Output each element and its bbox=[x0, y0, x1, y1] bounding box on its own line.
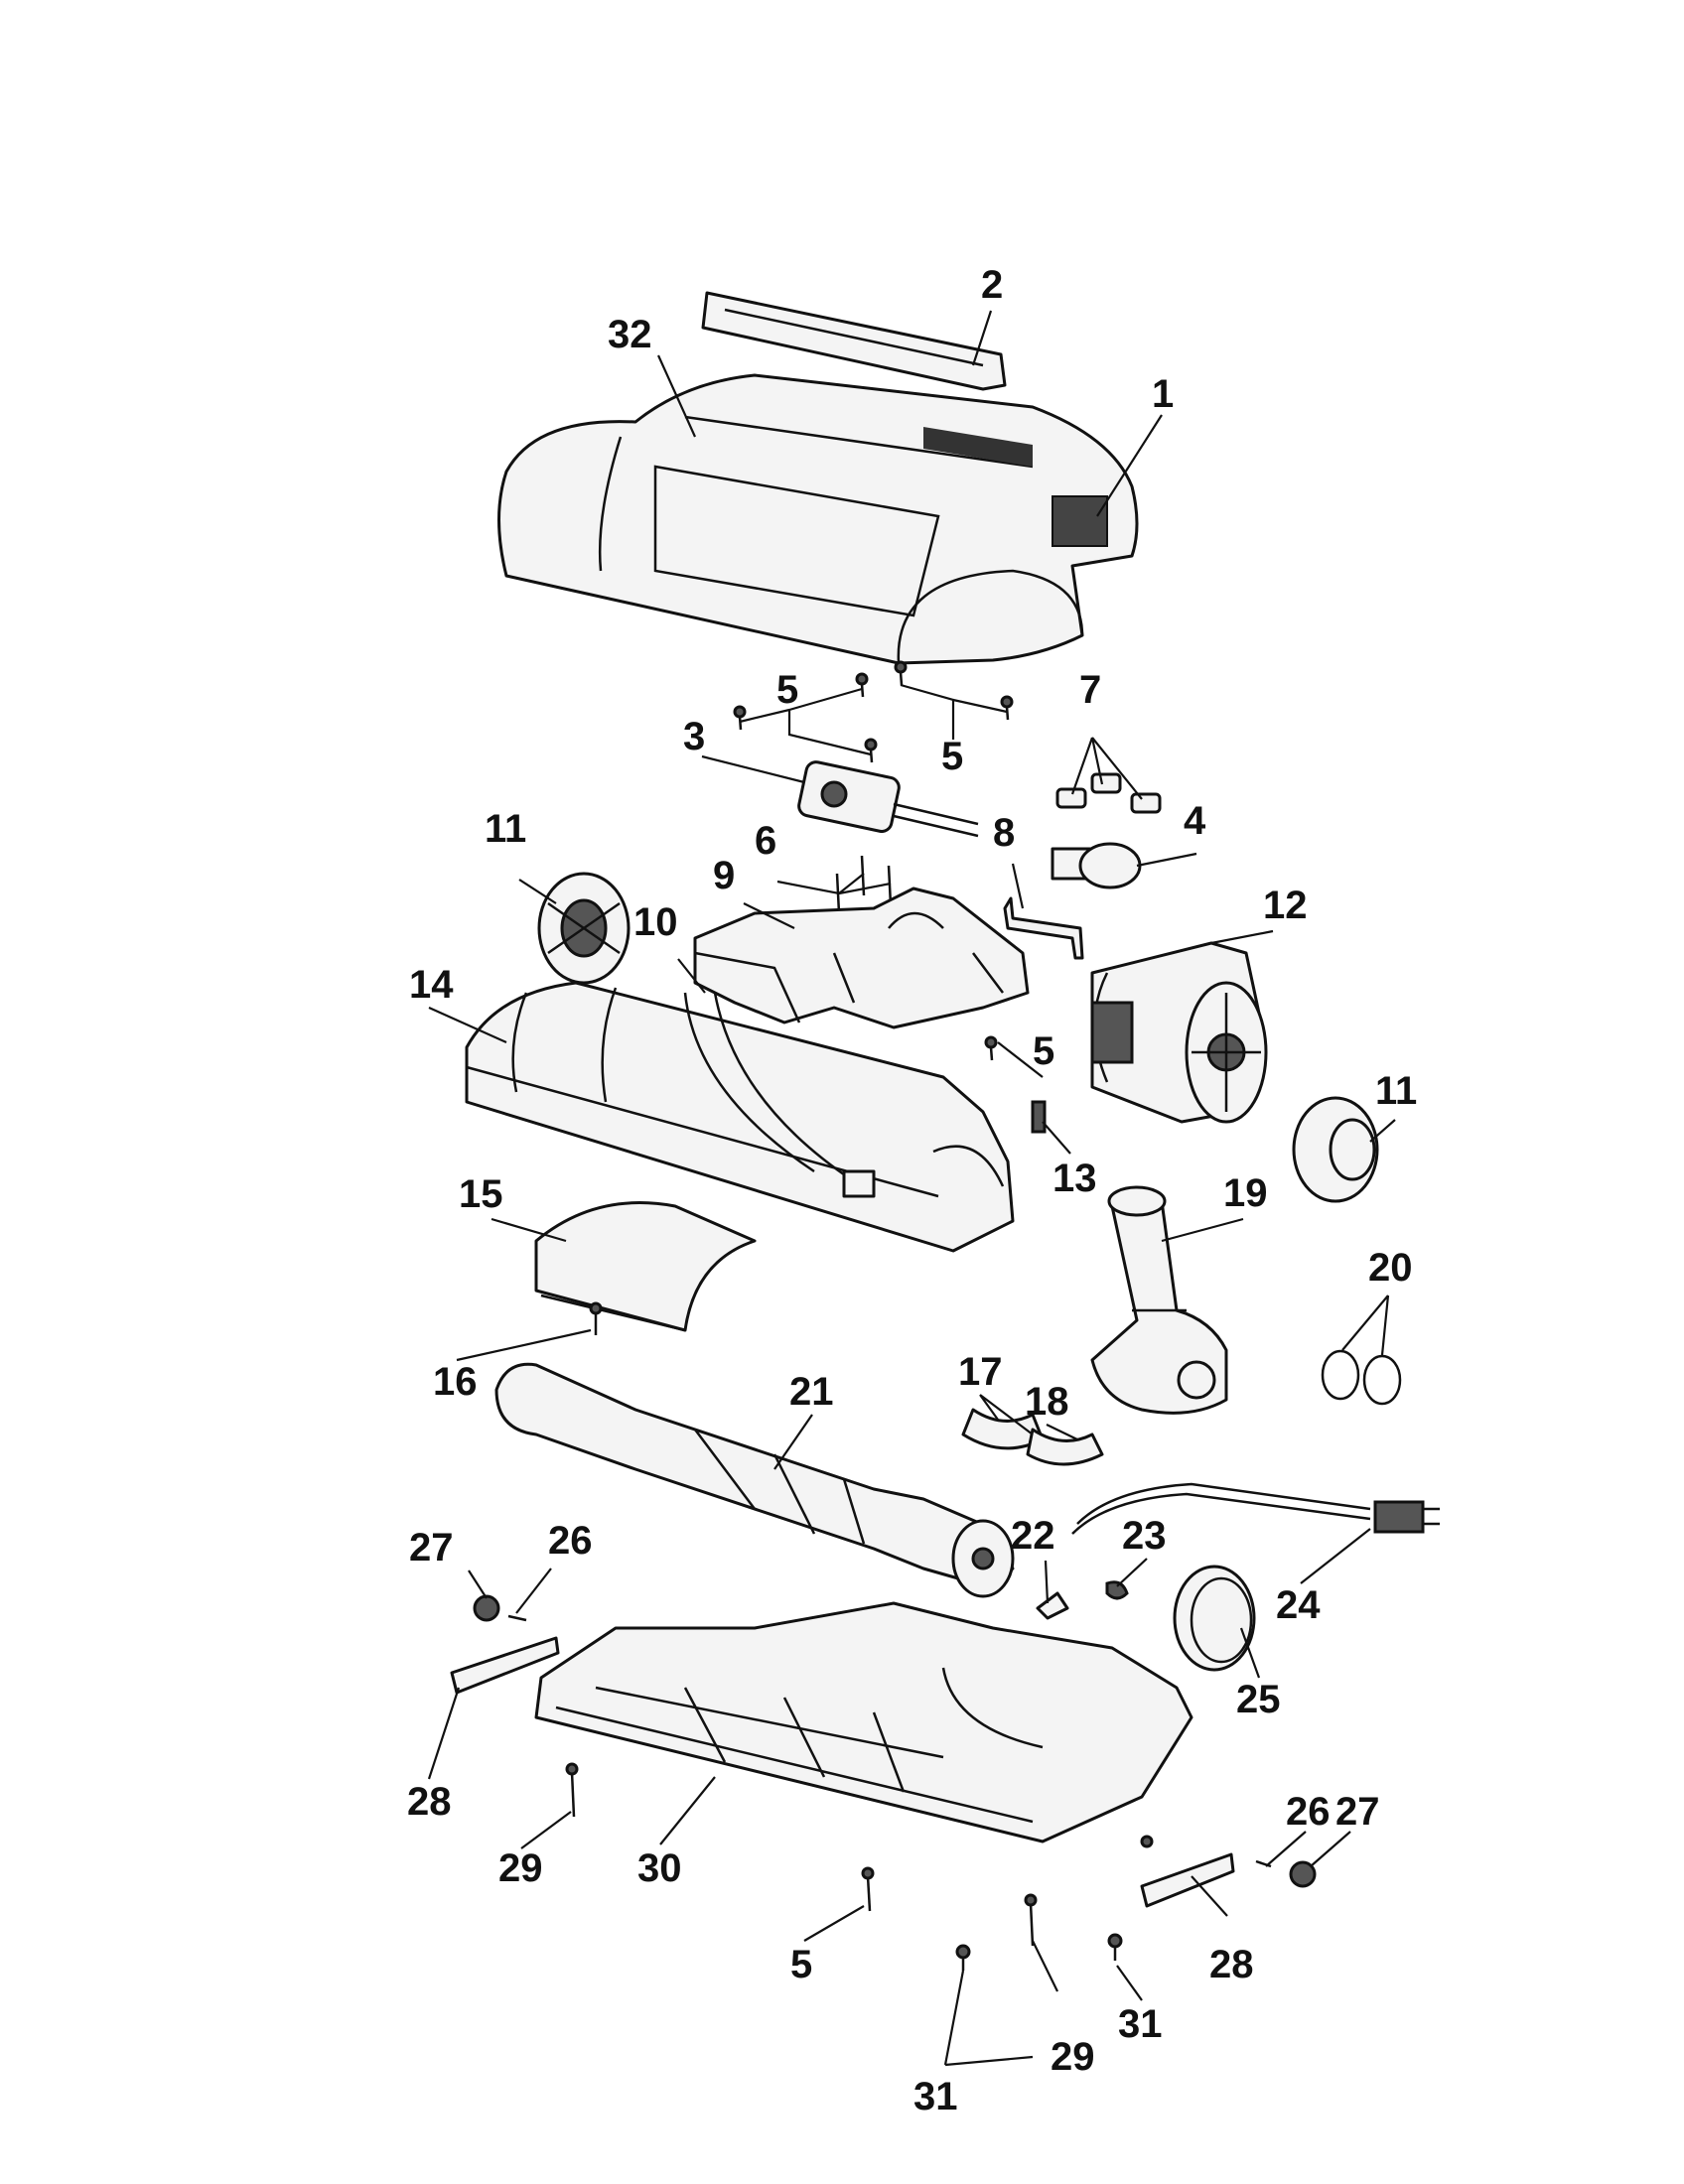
part-13-clip bbox=[1031, 1100, 1047, 1134]
part-11-wheel-upper bbox=[537, 872, 631, 985]
callout-31-a: 31 bbox=[1118, 2002, 1163, 2046]
callout-13: 13 bbox=[1052, 1157, 1097, 1200]
callout-12: 12 bbox=[1263, 884, 1308, 927]
callout-labels: 2 32 1 5 5 7 3 4 11 6 8 9 12 10 14 5 11 … bbox=[407, 263, 1417, 2118]
callout-27-a: 27 bbox=[409, 1526, 454, 1570]
part-30-base-plate bbox=[534, 1601, 1193, 1843]
callout-11-a: 11 bbox=[485, 807, 526, 851]
part-1-hood bbox=[497, 373, 1139, 665]
callout-21: 21 bbox=[789, 1370, 834, 1414]
part-9-10-motor-bracket bbox=[693, 887, 1030, 1029]
part-3-switch-assembly bbox=[797, 760, 979, 838]
part-7-lamp-sockets bbox=[1055, 772, 1162, 814]
part-17-18-belt-guards bbox=[961, 1408, 1104, 1466]
callout-26-a: 26 bbox=[548, 1519, 593, 1563]
callout-16: 16 bbox=[433, 1360, 478, 1404]
callout-22: 22 bbox=[1011, 1514, 1055, 1558]
callout-7: 7 bbox=[1079, 668, 1101, 712]
callout-29-a: 29 bbox=[498, 1846, 543, 1890]
part-28-26-27-right-wheel-set bbox=[1140, 1852, 1317, 1908]
callout-5-c: 5 bbox=[1033, 1029, 1054, 1073]
part-12-motor bbox=[1090, 941, 1268, 1124]
part-24-power-cord bbox=[1071, 1482, 1440, 1535]
callout-1: 1 bbox=[1152, 372, 1174, 416]
part-20-belts bbox=[1321, 1349, 1402, 1406]
callout-3: 3 bbox=[683, 715, 705, 758]
part-27-26-28-left-wheel-set bbox=[450, 1594, 560, 1695]
callout-29-b: 29 bbox=[1051, 2035, 1095, 2079]
callout-5-a: 5 bbox=[776, 668, 798, 712]
part-2-top-cover-strip bbox=[701, 291, 1007, 391]
part-8-bracket bbox=[1003, 896, 1084, 960]
callout-28-b: 28 bbox=[1209, 1943, 1254, 1986]
callout-30: 30 bbox=[637, 1846, 682, 1890]
part-16-screw bbox=[589, 1301, 603, 1335]
leader-lines bbox=[427, 310, 1396, 2067]
callout-18: 18 bbox=[1025, 1380, 1069, 1424]
callout-5-b: 5 bbox=[941, 735, 963, 778]
part-5-screw-bottom bbox=[861, 1866, 875, 1912]
callout-4: 4 bbox=[1184, 799, 1206, 843]
part-21-brush-roll bbox=[494, 1362, 1015, 1598]
callout-2: 2 bbox=[981, 263, 1003, 307]
part-15-cover-plate bbox=[534, 1201, 757, 1332]
callout-23: 23 bbox=[1122, 1514, 1167, 1558]
callout-25: 25 bbox=[1236, 1678, 1281, 1721]
callout-9: 9 bbox=[713, 854, 735, 897]
callout-32: 32 bbox=[608, 313, 652, 356]
callout-8: 8 bbox=[993, 811, 1015, 855]
callout-26-b: 26 bbox=[1286, 1790, 1331, 1834]
callout-14: 14 bbox=[409, 963, 454, 1007]
part-19-fan-duct bbox=[1090, 1185, 1228, 1415]
callout-19: 19 bbox=[1223, 1171, 1268, 1215]
part-11-wheel-lower bbox=[1292, 1096, 1379, 1203]
callout-6: 6 bbox=[755, 819, 776, 863]
callout-11-b: 11 bbox=[1375, 1069, 1417, 1113]
part-4-light-bulb bbox=[1051, 842, 1142, 889]
part-29-screw-right bbox=[1024, 1893, 1038, 1947]
callout-27-b: 27 bbox=[1335, 1790, 1380, 1834]
callout-17: 17 bbox=[958, 1350, 1003, 1394]
callout-24: 24 bbox=[1276, 1583, 1321, 1627]
part-5-screws-upper bbox=[733, 660, 1014, 1061]
callout-28-a: 28 bbox=[407, 1780, 452, 1824]
part-22-23-hardware bbox=[1036, 1580, 1129, 1620]
callout-10: 10 bbox=[633, 900, 678, 944]
callout-20: 20 bbox=[1368, 1246, 1413, 1290]
part-14-nozzle-body bbox=[465, 981, 1015, 1253]
part-25-belt-ring bbox=[1173, 1565, 1256, 1672]
part-29-screw-left bbox=[565, 1762, 579, 1818]
callout-15: 15 bbox=[459, 1172, 503, 1216]
callout-5-d: 5 bbox=[790, 1943, 812, 1986]
callout-31-b: 31 bbox=[913, 2075, 958, 2118]
part-31-screws bbox=[955, 1835, 1154, 1971]
